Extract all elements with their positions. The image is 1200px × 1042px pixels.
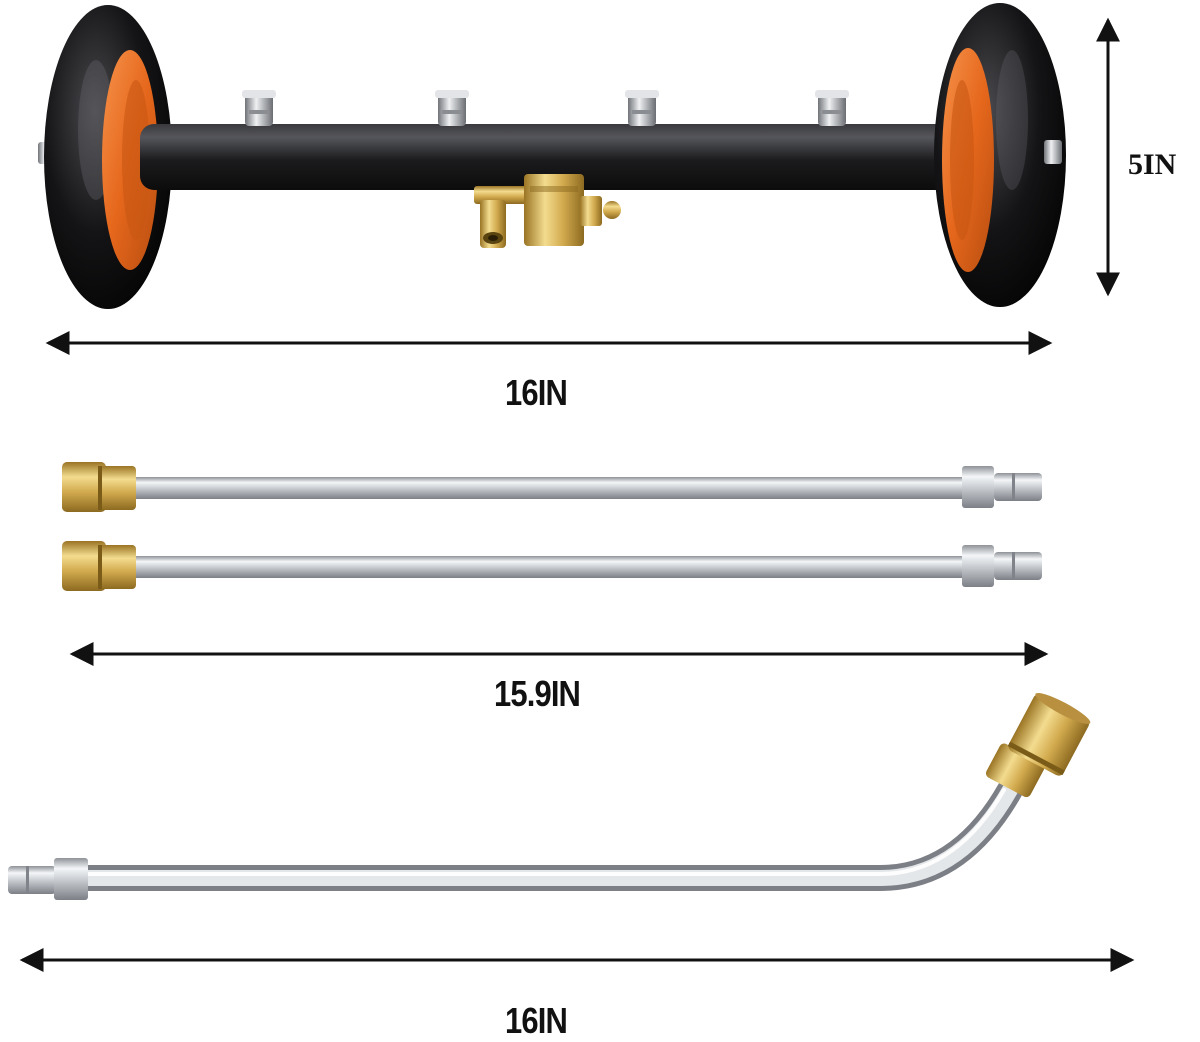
right-axle-bolt	[1044, 140, 1062, 164]
broom-height-label: 5IN	[1128, 148, 1177, 181]
brass-quick-connect-coupler	[985, 692, 1091, 798]
steel-quick-connect-plug	[962, 545, 1042, 587]
broom-length-label: 16IN	[505, 372, 568, 413]
nozzle-2	[435, 90, 469, 126]
steel-quick-connect-plug	[8, 858, 88, 900]
brass-quick-connect-coupler	[62, 541, 136, 591]
nozzle-3	[625, 90, 659, 126]
undercarriage-cleaner-broom	[38, 3, 1066, 309]
steel-quick-connect-plug	[962, 466, 1042, 508]
straight-extension-wand-2	[62, 541, 1042, 591]
brass-inlet-swivel	[474, 174, 621, 248]
curved-extension-wand	[8, 692, 1091, 900]
nozzle-1	[242, 90, 276, 126]
brass-quick-connect-coupler	[62, 462, 136, 512]
curved-wand-length-label: 16IN	[505, 1000, 568, 1041]
left-wheel	[44, 5, 172, 309]
nozzle-4	[815, 90, 849, 126]
right-wheel	[934, 3, 1066, 307]
straight-wand-length-label: 15.9IN	[494, 673, 581, 714]
straight-extension-wand-1	[62, 462, 1042, 512]
spray-bar	[140, 124, 970, 190]
